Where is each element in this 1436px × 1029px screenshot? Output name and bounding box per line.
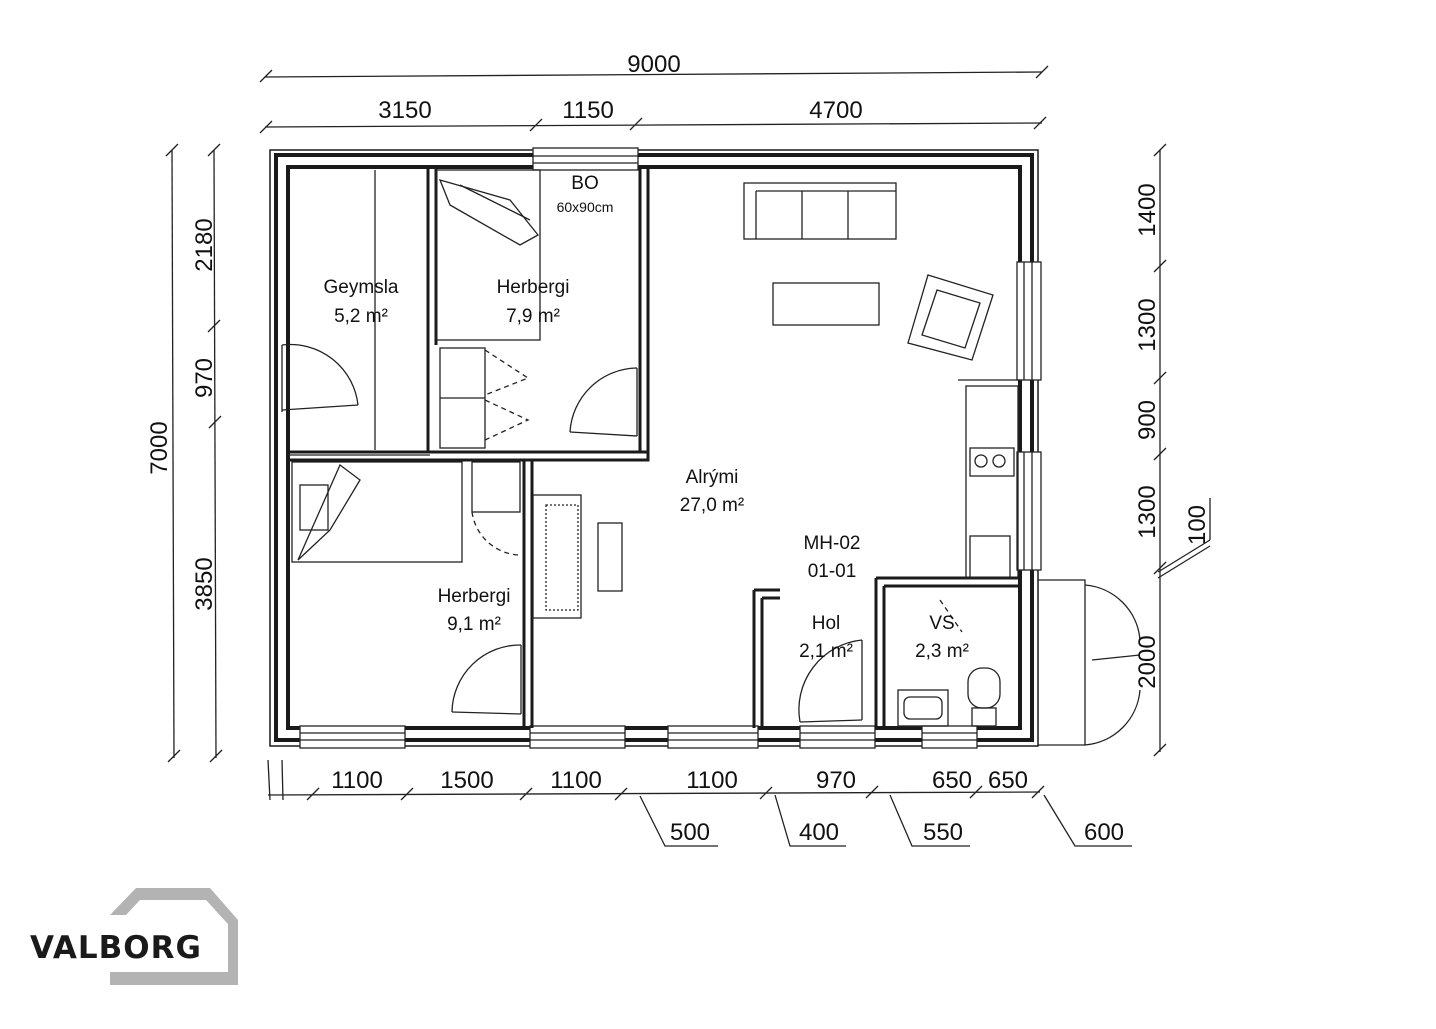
dim-bottom-4: 1100	[686, 767, 738, 794]
dim-tag-2: 400	[799, 819, 839, 846]
room-hol-name: Hol	[812, 613, 841, 634]
room-vs-area: 2,3 m²	[915, 641, 969, 662]
room-herbergi2-name: Herbergi	[438, 586, 511, 607]
dim-bottom-7: 650	[988, 767, 1028, 794]
dim-right-5: 2000	[1134, 635, 1161, 688]
dim-bottom-1: 1100	[331, 767, 383, 794]
room-herbergi2-area: 9,1 m²	[447, 614, 501, 635]
room-hol-area: 2,1 m²	[799, 641, 853, 662]
dim-tag-4: 600	[1084, 819, 1124, 846]
dim-right-4: 1300	[1134, 485, 1161, 538]
dim-right-1: 1400	[1134, 183, 1161, 236]
room-geymsla-name: Geymsla	[324, 277, 399, 298]
unit-number: 01-01	[808, 561, 857, 582]
beds	[291, 169, 541, 563]
valborg-logo: VALBORG	[30, 888, 238, 985]
dim-tag-3: 550	[923, 819, 963, 846]
dimension-labels: 9000 3150 1150 4700 7000 2180 970 3850 1…	[146, 51, 1211, 846]
room-alrymi-name: Alrými	[686, 467, 739, 488]
kitchen	[958, 379, 1020, 579]
logo-text: VALBORG	[30, 930, 202, 966]
dim-right-offset: 100	[1184, 505, 1211, 545]
dim-bottom-6: 650	[932, 767, 972, 794]
windows	[299, 147, 1042, 749]
dim-top-1: 3150	[378, 97, 431, 124]
room-vs-name: VS	[929, 613, 954, 634]
dim-top-total: 9000	[627, 51, 680, 78]
dimension-lines	[165, 65, 1211, 847]
closets	[288, 170, 521, 513]
dim-bottom-2: 1500	[440, 767, 493, 794]
dim-left-3: 3850	[191, 557, 218, 610]
room-herbergi1-name: Herbergi	[497, 277, 570, 298]
unit-code: MH-02	[803, 533, 860, 554]
window-bo-label: BO	[571, 173, 598, 194]
doors	[281, 343, 1141, 746]
living-furniture	[532, 182, 994, 619]
dim-top-3: 4700	[809, 97, 862, 124]
room-alrymi-area: 27,0 m²	[680, 495, 744, 516]
dim-bottom-3: 1100	[550, 767, 602, 794]
dim-left-1: 2180	[191, 218, 218, 271]
dim-right-3: 900	[1134, 400, 1161, 440]
dim-tag-1: 500	[670, 819, 710, 846]
dim-left-total: 7000	[146, 421, 173, 474]
dim-bottom-5: 970	[816, 767, 856, 794]
room-geymsla-area: 5,2 m²	[334, 306, 388, 327]
room-labels: Geymsla 5,2 m² Herbergi 7,9 m² BO 60x90c…	[324, 173, 969, 662]
outer-walls	[269, 149, 1039, 747]
dim-left-2: 970	[191, 358, 218, 398]
dim-right-2: 1300	[1134, 298, 1161, 351]
dim-top-2: 1150	[562, 97, 614, 124]
window-bo-size: 60x90cm	[557, 199, 614, 215]
bathroom-fixtures	[897, 667, 1001, 727]
interior-walls	[288, 167, 1020, 728]
room-herbergi1-area: 7,9 m²	[506, 306, 560, 327]
